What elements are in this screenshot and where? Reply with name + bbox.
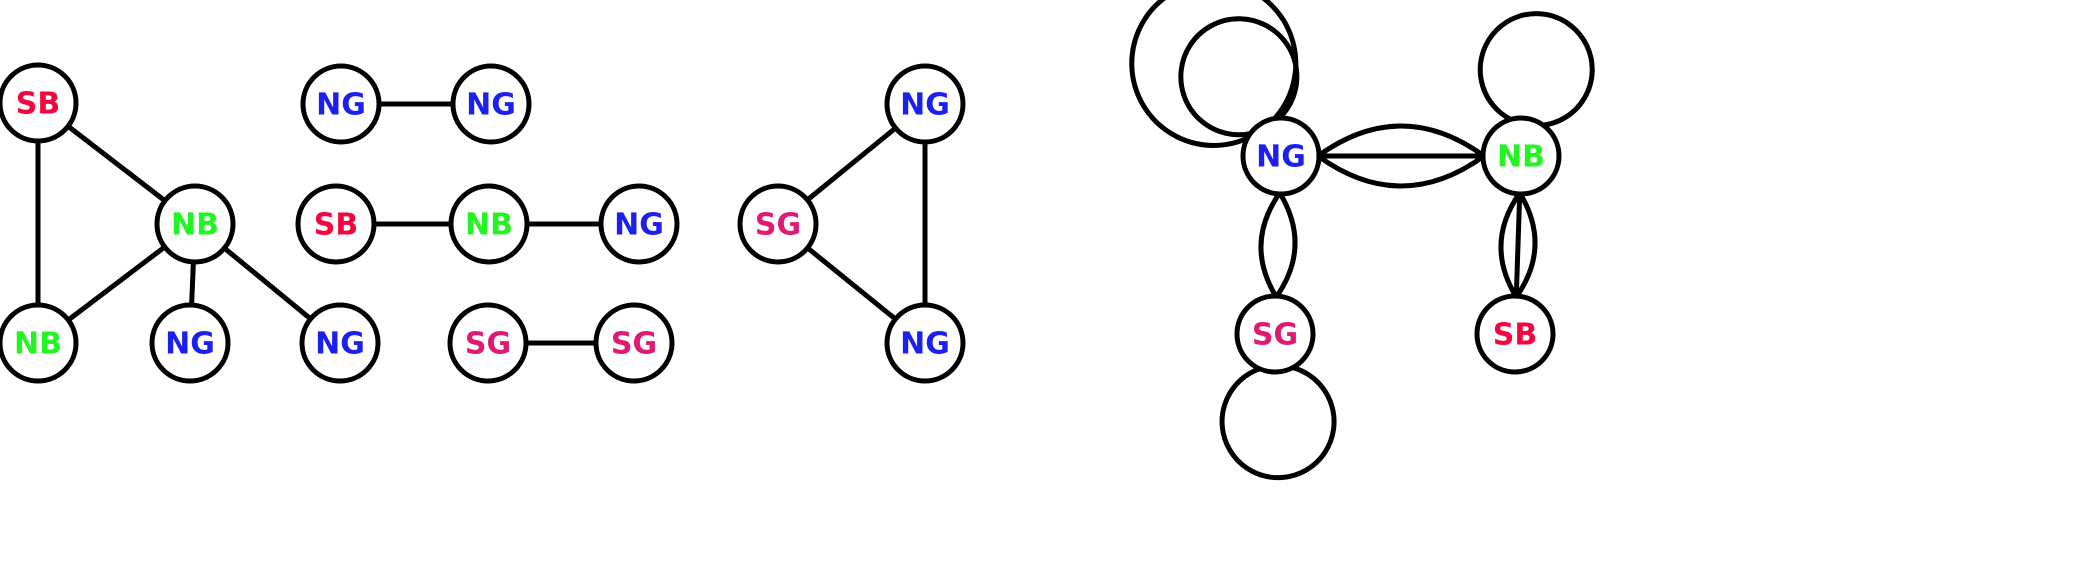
node-circle[interactable] <box>0 302 79 384</box>
node-circle[interactable] <box>450 63 532 145</box>
graph-edge <box>1513 190 1538 300</box>
node-circle[interactable] <box>1240 115 1322 197</box>
graph-node[interactable]: NG <box>598 183 680 265</box>
nodes-layer: SB NB NB NG NG NG NG SB NB NG SG SG NG SG NG NG NB SG SB <box>0 62 1562 384</box>
graph-edge <box>1258 190 1283 300</box>
graph-edge <box>189 258 196 309</box>
graph-node[interactable]: NG <box>884 63 966 145</box>
node-circle[interactable] <box>149 302 231 384</box>
graph-node[interactable]: NG <box>299 302 381 384</box>
graph-node[interactable]: NB <box>154 183 236 265</box>
graph-edge <box>221 244 314 323</box>
node-circle[interactable] <box>300 63 382 145</box>
graph-node[interactable]: NG <box>149 302 231 384</box>
node-circle[interactable] <box>593 302 675 384</box>
node-circle[interactable] <box>447 302 529 384</box>
graph-edge <box>1513 190 1523 300</box>
graph-node[interactable]: SG <box>737 183 819 265</box>
node-circle[interactable] <box>598 183 680 265</box>
node-circle[interactable] <box>884 302 966 384</box>
graph-node[interactable]: SG <box>1234 293 1316 375</box>
node-circle[interactable] <box>448 183 530 265</box>
node-circle[interactable] <box>295 183 377 265</box>
graph-node[interactable]: SB <box>295 183 377 265</box>
graph-self-loop <box>1129 0 1299 148</box>
graph-node[interactable]: NG <box>884 302 966 384</box>
graph-edge <box>64 123 169 204</box>
graph-node[interactable]: NG <box>450 63 532 145</box>
graph-node[interactable]: SB <box>0 62 79 144</box>
graph-node[interactable]: NB <box>0 302 79 384</box>
graph-edge <box>1315 123 1487 159</box>
graph-edge <box>1315 153 1487 189</box>
node-circle[interactable] <box>884 63 966 145</box>
graph-node[interactable]: NB <box>1480 115 1562 197</box>
graph-edge <box>64 243 169 324</box>
node-circle[interactable] <box>737 183 819 265</box>
edges-layer <box>35 101 1538 346</box>
node-circle[interactable] <box>1234 293 1316 375</box>
node-circle[interactable] <box>0 62 79 144</box>
graph-self-loop <box>1477 11 1595 128</box>
node-circle[interactable] <box>1480 115 1562 197</box>
graph-self-loop <box>1219 364 1337 481</box>
node-circle[interactable] <box>299 302 381 384</box>
graph-node[interactable]: SG <box>593 302 675 384</box>
graph-node[interactable]: NB <box>448 183 530 265</box>
graph-node[interactable]: SB <box>1474 293 1556 375</box>
node-circle[interactable] <box>1474 293 1556 375</box>
graph-node[interactable]: NG <box>300 63 382 145</box>
graph-edge <box>1498 190 1523 300</box>
graph-edge <box>804 124 899 204</box>
graph-node[interactable]: SG <box>447 302 529 384</box>
node-circle[interactable] <box>154 183 236 265</box>
self-loops-layer <box>1129 0 1595 481</box>
graph-edge <box>1273 190 1298 300</box>
graph-edge <box>804 244 899 323</box>
graph-node[interactable]: NG <box>1240 115 1322 197</box>
